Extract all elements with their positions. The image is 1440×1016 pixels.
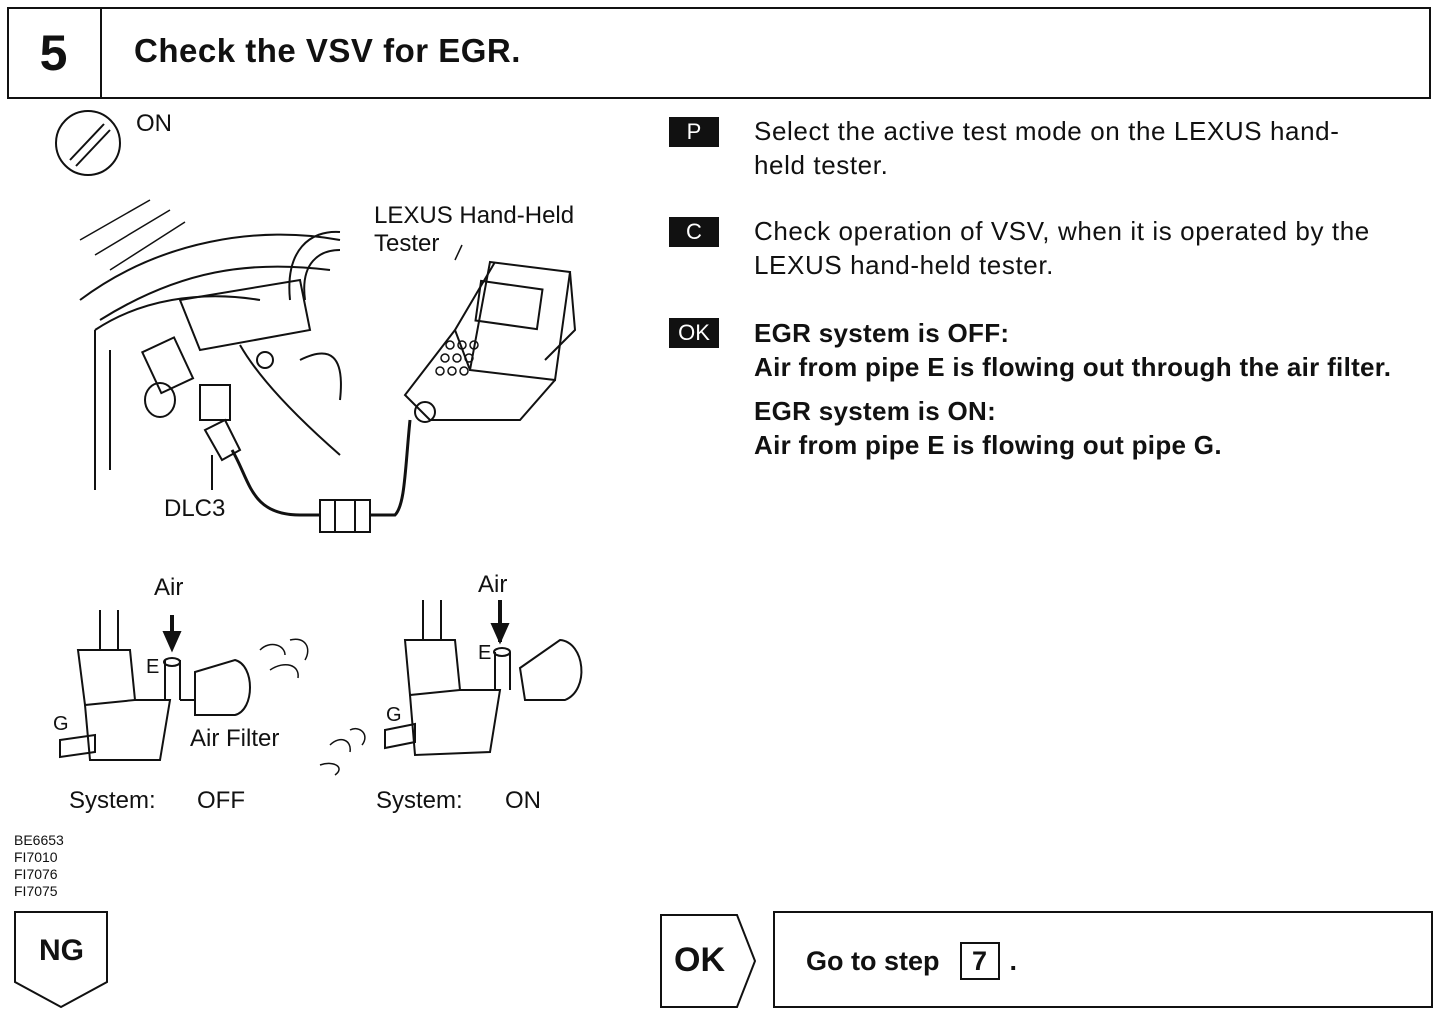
step-header-box <box>7 7 1431 99</box>
procedure-tag-p: P <box>669 117 719 147</box>
step-reference-link[interactable]: 7 <box>959 942 1000 980</box>
ok-condition-off-title: EGR system is OFF: <box>754 318 1010 348</box>
figure-code: FI7010 <box>14 849 58 865</box>
go-to-step-box <box>773 911 1433 1008</box>
ok-label: OK <box>674 941 725 979</box>
tester-label-line1: LEXUS Hand-Held <box>374 202 575 229</box>
port-e-left-label: E <box>146 656 160 678</box>
instruction-c-line2: LEXUS hand-held tester. <box>754 250 1054 280</box>
figure-codes: BE6653 FI7010 FI7076 FI7075 <box>14 832 64 900</box>
ng-label: NG <box>39 934 84 967</box>
figure-code: FI7076 <box>14 866 58 882</box>
tester-label-line2: Tester <box>374 230 440 257</box>
port-g-right-label: G <box>386 704 402 726</box>
go-to-period: . <box>1009 945 1018 976</box>
ok-branch-arrow <box>660 914 757 1008</box>
step-title: Check the VSV for EGR. <box>134 32 521 69</box>
air-filter-label: Air Filter <box>190 725 280 752</box>
system-off-value: OFF <box>197 787 245 814</box>
vsv-test-illustration <box>55 110 583 776</box>
ignition-switch-icon <box>55 110 121 176</box>
air-label-left: Air <box>154 574 184 601</box>
ok-condition-on-detail: Air from pipe E is flowing out pipe G. <box>754 430 1222 460</box>
port-e-right-label: E <box>478 642 492 664</box>
instruction-p-line1: Select the active test mode on the LEXUS… <box>754 116 1340 146</box>
port-g-left-label: G <box>53 713 69 735</box>
air-label-right: Air <box>478 571 508 598</box>
instruction-ok: EGR system is OFF: Air from pipe E is fl… <box>754 316 1391 462</box>
ok-condition-off-detail: Air from pipe E is flowing out through t… <box>754 352 1392 382</box>
figure-code: FI7075 <box>14 883 58 899</box>
system-on-value: ON <box>505 787 541 814</box>
go-to-step-text: Go to step 7 . <box>806 942 1017 980</box>
procedure-tag-c: C <box>669 217 719 247</box>
go-to-label: Go to step <box>806 945 940 976</box>
instruction-c-line1: Check operation of VSV, when it is opera… <box>754 216 1370 246</box>
dlc3-label: DLC3 <box>164 495 226 522</box>
procedure-tag-ok: OK <box>669 318 719 348</box>
figure-code: BE6653 <box>14 832 64 848</box>
system-on-label: System: <box>376 787 463 814</box>
instruction-p: Select the active test mode on the LEXUS… <box>754 114 1339 182</box>
instruction-p-line2: held tester. <box>754 150 889 180</box>
step-number: 5 <box>7 7 102 99</box>
ok-condition-on-title: EGR system is ON: <box>754 396 997 426</box>
instruction-c: Check operation of VSV, when it is opera… <box>754 214 1370 282</box>
system-off-label: System: <box>69 787 156 814</box>
ng-branch-shape <box>14 911 108 1009</box>
ignition-on-label: ON <box>136 110 172 137</box>
